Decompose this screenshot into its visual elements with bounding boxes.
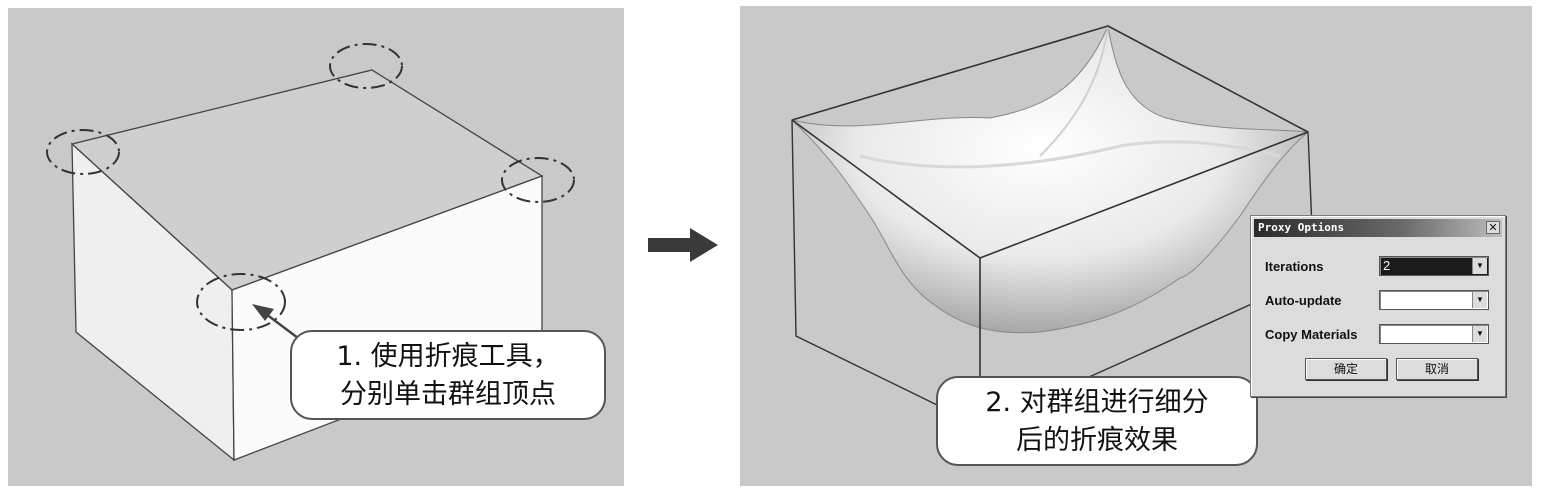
proxy-options-dialog: Proxy Options ✕ Iterations 2 ▼ Auto-upda… [1250, 215, 1506, 397]
dialog-titlebar[interactable]: Proxy Options ✕ [1254, 219, 1502, 237]
dialog-title: Proxy Options [1258, 221, 1345, 234]
right-viewport[interactable] [740, 6, 1532, 486]
pointer-line [265, 313, 299, 339]
cancel-button[interactable]: 取消 [1396, 358, 1478, 380]
crease-line [1039, 25, 1109, 157]
callout-step-2-line1: 2. 对群组进行细分 [985, 387, 1209, 418]
box-wire-top-back [791, 25, 1309, 133]
iterations-value: 2 [1383, 258, 1391, 273]
box-model-drawing [46, 43, 575, 462]
chevron-down-icon[interactable]: ▼ [1472, 292, 1487, 308]
auto-update-label: Auto-update [1265, 293, 1342, 308]
callout-step-1-line2: 分别单击群组顶点 [340, 379, 556, 410]
crease-line [859, 140, 1281, 169]
chevron-down-icon[interactable]: ▼ [1472, 258, 1487, 274]
pointer-arrowhead [252, 304, 274, 321]
right-arrow-icon [648, 228, 718, 262]
close-icon[interactable]: ✕ [1486, 221, 1500, 234]
vertex-marker-front [196, 273, 286, 331]
vertex-marker-left [46, 129, 120, 175]
chevron-down-icon[interactable]: ▼ [1472, 326, 1487, 342]
copy-materials-label: Copy Materials [1265, 327, 1358, 342]
auto-update-select[interactable]: ▼ [1379, 290, 1489, 310]
iterations-select[interactable]: 2 ▼ [1379, 256, 1489, 276]
ok-button[interactable]: 确定 [1305, 358, 1387, 380]
callout-step-2-line2: 后的折痕效果 [1016, 425, 1178, 456]
creased-mesh-surface [790, 24, 1310, 334]
callout-step-1-line1: 1. 使用折痕工具， [336, 341, 560, 372]
vertex-marker-back [329, 43, 403, 89]
copy-materials-select[interactable]: ▼ [1379, 324, 1489, 344]
callout-step-1: 1. 使用折痕工具， 分别单击群组顶点 [290, 330, 606, 420]
vertex-markers [46, 43, 575, 331]
vertex-marker-right [501, 157, 575, 203]
iterations-label: Iterations [1265, 259, 1324, 274]
callout-step-2: 2. 对群组进行细分 后的折痕效果 [936, 376, 1258, 466]
